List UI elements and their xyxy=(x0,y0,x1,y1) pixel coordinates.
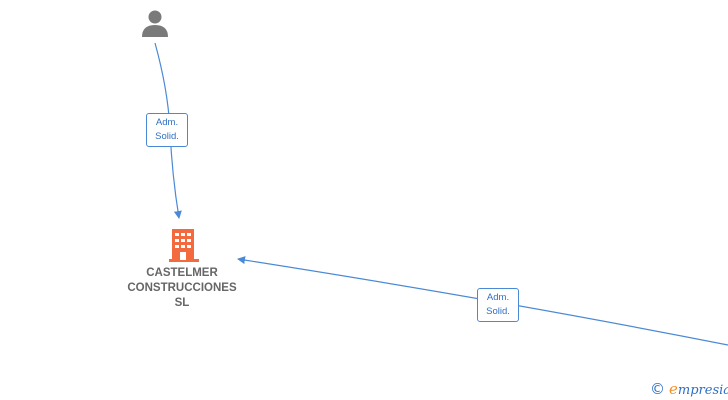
building-icon[interactable] xyxy=(168,227,200,263)
edge-label-line-2: Solid. xyxy=(155,131,179,142)
company-name-line-2: CONSTRUCCIONES xyxy=(127,282,237,294)
edge-label-line-1: Adm. xyxy=(486,292,510,303)
brand-rest: mpresia xyxy=(677,383,728,398)
edge-label-person-company[interactable]: Adm. Solid. xyxy=(146,113,188,147)
company-name-line-1: CASTELMER xyxy=(146,267,218,279)
edge-label-line-2: Solid. xyxy=(486,306,510,317)
company-name[interactable]: CASTELMER CONSTRUCCIONES SL xyxy=(114,266,250,311)
copyright-symbol: © xyxy=(650,380,665,398)
company-name-line-3: SL xyxy=(174,297,190,309)
edge-label-line-1: Adm. xyxy=(155,117,179,128)
person-icon[interactable] xyxy=(140,8,170,38)
edge-label-offscreen-company[interactable]: Adm. Solid. xyxy=(477,288,519,322)
brand-first-letter: e xyxy=(669,380,678,398)
brand-wordmark: empresia xyxy=(669,380,728,398)
brand-logo: © empresia xyxy=(650,380,728,398)
